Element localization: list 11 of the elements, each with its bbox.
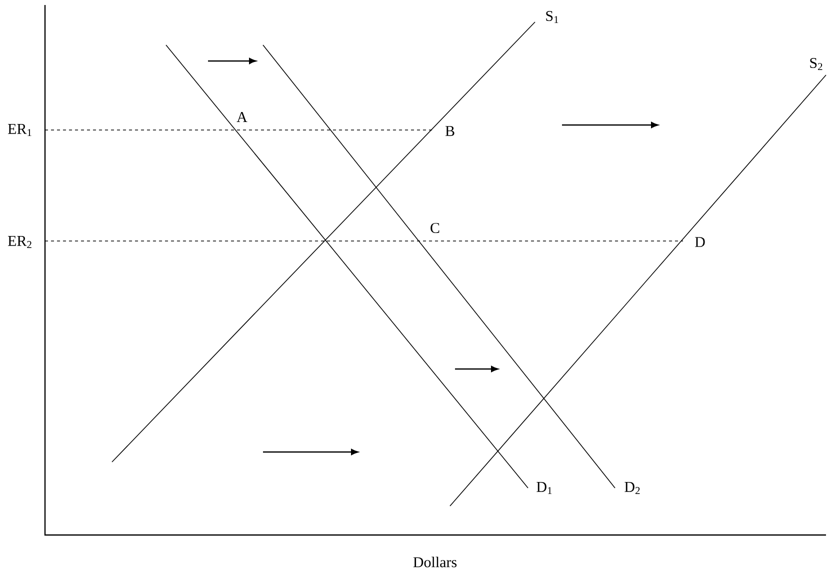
- point-label: B: [445, 126, 454, 136]
- axis-label: Dollars: [413, 556, 457, 568]
- curve-label: D$_{2}$: [624, 482, 640, 494]
- axis-label: ER$_{1}$: [8, 124, 32, 136]
- curve-label: S$_{2}$: [810, 58, 822, 70]
- curve-label: S$_{1}$: [546, 10, 558, 24]
- point-label: C: [430, 222, 440, 234]
- axis-label: ER$_{2}$: [8, 236, 32, 248]
- point-label: D: [695, 237, 705, 247]
- point-label: A: [236, 112, 248, 122]
- curve-label: D$_{1}$: [536, 482, 552, 494]
